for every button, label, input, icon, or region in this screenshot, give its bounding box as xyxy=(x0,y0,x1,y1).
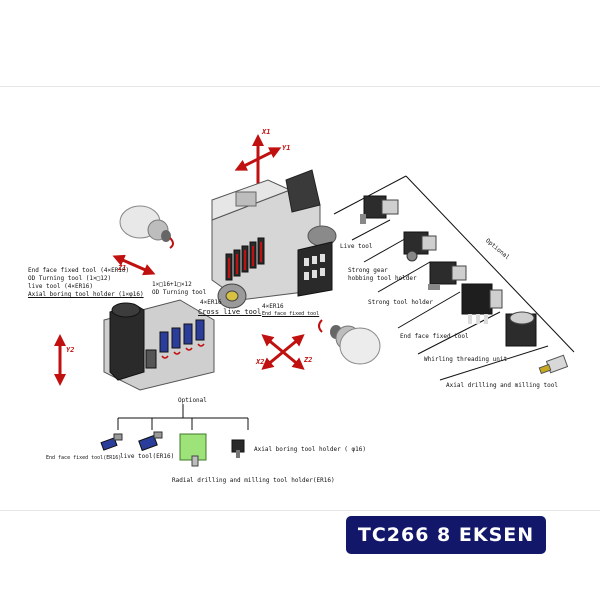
od-turning-count-label: 1×□16+1□×12 xyxy=(152,281,192,288)
bottom-optional-title: Optional xyxy=(178,397,207,404)
end-face-name-label: End face fixed tool xyxy=(262,311,320,317)
x2-axis-label: X2 xyxy=(256,358,265,366)
optional-whirling-label: Whirling threading unit xyxy=(424,356,508,363)
cross-live-count-label: 4×ER16 xyxy=(200,299,222,306)
x2-z2-arrows xyxy=(261,334,305,370)
y2-axis-label: Y2 xyxy=(66,346,75,354)
bottom-optional-tools xyxy=(100,431,245,467)
end-face-count-label: 4×ER16 xyxy=(262,303,284,310)
bottom-end-face-label: End face fixed tool(ER16) xyxy=(46,455,122,461)
bottom-divider xyxy=(0,510,600,511)
model-badge-text: TC266 8 EKSEN xyxy=(357,524,535,546)
lower-spindle xyxy=(318,319,381,365)
left-axial-boring-label: Axial boring tool holder (1×φ16) xyxy=(28,291,144,298)
optional-axial-drilling-label: Axial drilling and milling tool xyxy=(446,382,558,389)
lower-left-unit xyxy=(103,299,215,391)
bottom-axial-boring-label: Axial boring tool holder ( φ16) xyxy=(254,446,366,453)
optional-end-face-label: End face fixed tool xyxy=(400,333,469,340)
x1-axis-label: X1 xyxy=(262,128,271,136)
optional-strong-gear-label: Strong gear xyxy=(348,267,388,274)
z2-axis-label: Z2 xyxy=(304,356,313,364)
bottom-optional-bracket xyxy=(117,404,249,430)
cross-live-name-label: Cross live tool xyxy=(198,308,262,316)
od-turning-name-label: OD Turning tool xyxy=(152,289,207,296)
optional-hobbing-holder-label: hobbing tool holder xyxy=(348,275,417,282)
top-divider xyxy=(0,86,600,87)
optional-strong-holder-label: Strong tool holder xyxy=(368,299,434,306)
optional-tool-holders xyxy=(360,195,569,375)
y1-axis-label: Y1 xyxy=(282,144,291,152)
main-turret xyxy=(211,169,337,309)
left-live-tool-label: live tool (4×ER16) xyxy=(28,283,94,290)
upper-spindle xyxy=(119,205,174,249)
bottom-live-tool-label: live tool(ER16) xyxy=(120,453,175,460)
bottom-radial-drilling-label: Radial drilling and milling tool holder(… xyxy=(172,477,335,484)
z1-arrow xyxy=(112,254,156,276)
model-badge: TC266 8 EKSEN xyxy=(346,516,546,554)
left-end-face-label: End face fixed tool (4×ER16) xyxy=(28,267,130,274)
optional-live-tool-label: Live tool xyxy=(340,243,373,250)
left-od-turning-label: OD Turning tool (1×□12) xyxy=(28,275,112,282)
right-optional-bracket xyxy=(333,175,575,381)
z1-axis-label: Z1 xyxy=(118,264,127,272)
